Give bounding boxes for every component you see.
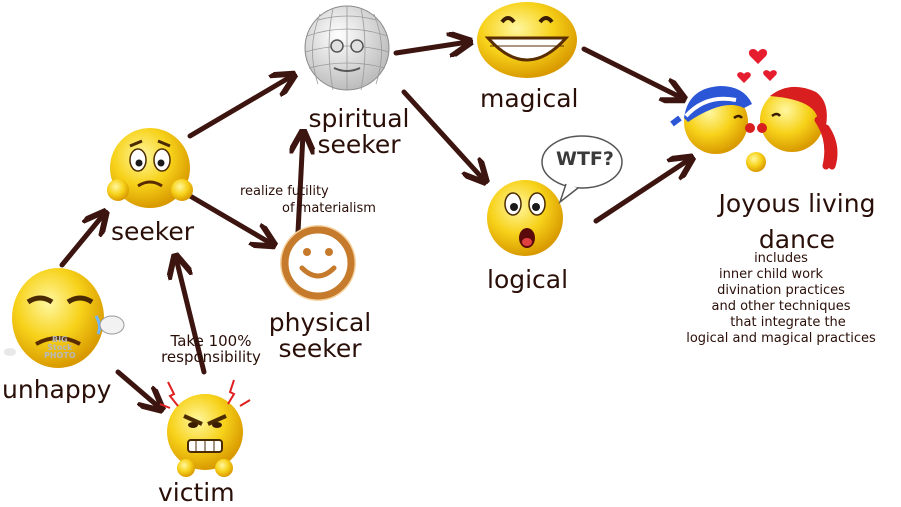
includes-line-3: divination practices — [717, 283, 845, 298]
kissing-couple-icon — [670, 86, 838, 172]
arrows — [59, 42, 690, 408]
includes-list: includes inner child work divination pra… — [662, 251, 900, 347]
crying-emoji-icon — [4, 268, 125, 368]
node-magical: magical — [480, 84, 579, 113]
arrow-magical-to-joyous — [581, 46, 682, 98]
node-joyous-line-1: Joyous living — [718, 189, 876, 218]
node-unhappy: unhappy — [2, 375, 112, 404]
annotation-futility: realize futility of materialism — [240, 183, 376, 217]
node-joyous-line-2: dance — [758, 225, 836, 254]
stock-watermark-line-2: Stock — [47, 343, 73, 352]
node-victim: victim — [158, 478, 235, 507]
annotation-futility-line-1: realize futility — [240, 184, 329, 199]
includes-line-2: inner child work — [718, 267, 824, 282]
arrow-spiritual-to-magical — [393, 42, 468, 53]
arrow-seeker-to-spiritual — [187, 76, 292, 139]
annotation-responsibility-line-2: responsibility — [161, 348, 261, 366]
stock-watermark-line-1: BIG — [51, 335, 68, 344]
speech-bubble-icon — [541, 135, 623, 205]
node-physical-seeker: physical seeker — [268, 310, 372, 362]
node-logical: logical — [487, 265, 569, 294]
node-spiritual-seeker-line-2: seeker — [317, 130, 401, 159]
arrow-physical-to-spiritual — [298, 134, 303, 235]
stock-watermark-line-3: PHOTO — [44, 351, 76, 360]
includes-line-1: includes — [754, 251, 808, 266]
wtf-bubble-text: WTF? — [556, 148, 614, 170]
node-spiritual-seeker: spiritual seeker — [300, 106, 418, 158]
annotation-responsibility-line-1: Take 100% — [170, 332, 252, 350]
includes-line-4: and other techniques — [711, 299, 851, 314]
arrow-unhappy-to-seeker — [59, 214, 104, 268]
node-joyous-living-dance: Joyous living dance — [702, 186, 892, 258]
stock-watermark: BIG Stock PHOTO — [44, 336, 76, 360]
brown-smiley-icon — [280, 225, 356, 301]
wireframe-face-icon — [304, 5, 390, 91]
arrow-seeker-to-physical — [182, 190, 272, 244]
worried-emoji-icon — [107, 128, 193, 208]
annotation-futility-line-2: of materialism — [282, 201, 376, 216]
node-seeker: seeker — [111, 217, 195, 246]
arrow-spiritual-to-logical — [401, 89, 484, 180]
annotation-responsibility: Take 100% responsibility — [150, 333, 272, 365]
surprised-emoji-icon — [487, 180, 563, 256]
node-spiritual-seeker-line-1: spiritual — [308, 104, 410, 133]
heart-icon — [737, 49, 777, 83]
grinning-emoji-icon — [477, 2, 577, 78]
node-physical-seeker-line-2: seeker — [278, 334, 362, 363]
arrow-logical-to-joyous — [593, 159, 690, 224]
arrow-unhappy-to-victim — [115, 369, 160, 408]
arrow-victim-to-seeker — [176, 258, 207, 375]
includes-line-6: logical and magical practices — [686, 331, 876, 346]
includes-line-5: that integrate the — [730, 315, 846, 330]
angry-emoji-icon — [159, 379, 251, 477]
node-physical-seeker-line-1: physical — [268, 308, 372, 337]
